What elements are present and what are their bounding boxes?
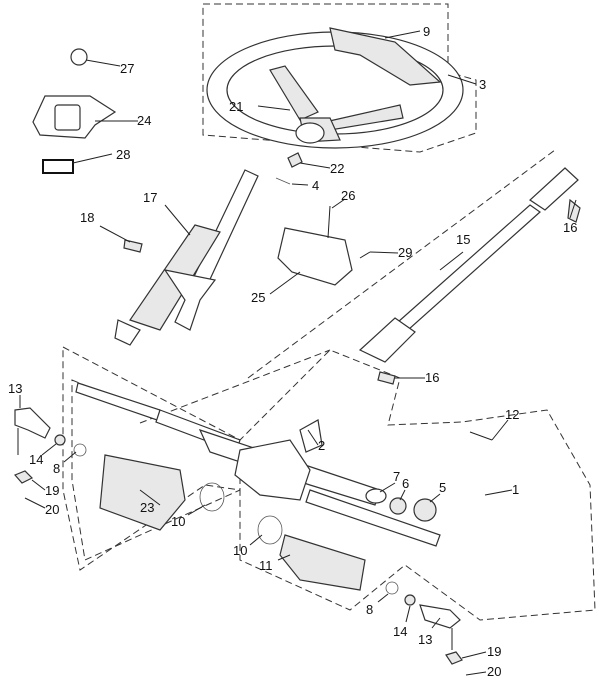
spring-part [275, 177, 291, 185]
callout-11: 11 [259, 558, 273, 573]
callout-20-right: 20 [487, 664, 501, 679]
leader-lines [19, 30, 577, 676]
tie-rod-end-right [419, 604, 461, 629]
callout-14-right: 14 [393, 624, 407, 639]
intermediate-shaft [358, 167, 579, 363]
callout-10-right: 10 [233, 543, 247, 558]
callout-23: 23 [140, 500, 154, 515]
screw-part [327, 205, 331, 239]
callout-22: 22 [330, 161, 344, 176]
callout-6: 6 [402, 476, 409, 491]
callout-1: 1 [512, 482, 519, 497]
callout-10-left: 10 [171, 514, 185, 529]
callout-18: 18 [80, 210, 94, 225]
inner-rack-outline [71, 379, 241, 561]
washer-7 [365, 488, 387, 504]
boot-right [279, 534, 366, 591]
callout-7: 7 [393, 469, 400, 484]
bracket-part [277, 227, 353, 286]
nut-19-right [445, 651, 463, 665]
callout-28: 28 [116, 147, 130, 162]
cap-5 [413, 498, 437, 522]
callout-3: 3 [479, 77, 486, 92]
rack-assembly [75, 382, 441, 547]
callout-8-right: 8 [366, 602, 373, 617]
callout-25: 25 [251, 290, 265, 305]
ring-8-left [73, 443, 87, 457]
clamp-left [199, 482, 225, 512]
screw-part-2 [359, 251, 371, 259]
callout-14-left: 14 [29, 452, 43, 467]
bolt-part [123, 239, 143, 253]
callout-13-left: 13 [8, 381, 22, 396]
tie-rod-end-left [14, 407, 51, 439]
callout-24: 24 [137, 113, 151, 128]
callout-20-left: 20 [45, 502, 59, 517]
column-leader [247, 149, 556, 379]
callout-19-left: 19 [45, 483, 59, 498]
callout-27: 27 [120, 61, 134, 76]
callout-13-right: 13 [418, 632, 432, 647]
boot-left [99, 454, 186, 531]
callout-4: 4 [312, 178, 319, 193]
clamp-right [257, 515, 283, 545]
callout-21: 21 [229, 99, 243, 114]
callout-8-left: 8 [53, 461, 60, 476]
callout-2: 2 [318, 438, 325, 453]
callout-9: 9 [423, 24, 430, 39]
nut-14-right [404, 594, 416, 606]
steering-wheel-group-outline [202, 3, 477, 153]
callout-12: 12 [505, 407, 519, 422]
callout-15: 15 [456, 232, 470, 247]
label-plate [42, 159, 74, 174]
spring-6 [389, 497, 407, 515]
callout-5: 5 [439, 480, 446, 495]
rack-leader [139, 349, 331, 424]
horn-pad [329, 27, 442, 86]
callout-16-top: 16 [563, 220, 577, 235]
callout-26: 26 [341, 188, 355, 203]
callout-17: 17 [143, 190, 157, 205]
steering-column [114, 169, 259, 346]
callout-29: 29 [398, 245, 412, 260]
ring-8-right [385, 581, 399, 595]
nut-14-left [54, 434, 66, 446]
bolt-16-top [567, 198, 581, 223]
bolt-16-bottom [377, 371, 396, 385]
callout-19-right: 19 [487, 644, 501, 659]
nut-19-left [13, 470, 34, 484]
cover-plate-window [54, 104, 81, 131]
screw-12 [469, 431, 493, 441]
callout-labels: 9 3 27 24 21 28 22 4 17 26 16 18 15 29 2… [8, 24, 577, 679]
callout-16-bottom: 16 [425, 370, 439, 385]
cap-part [70, 48, 88, 66]
nut-part [287, 152, 303, 168]
